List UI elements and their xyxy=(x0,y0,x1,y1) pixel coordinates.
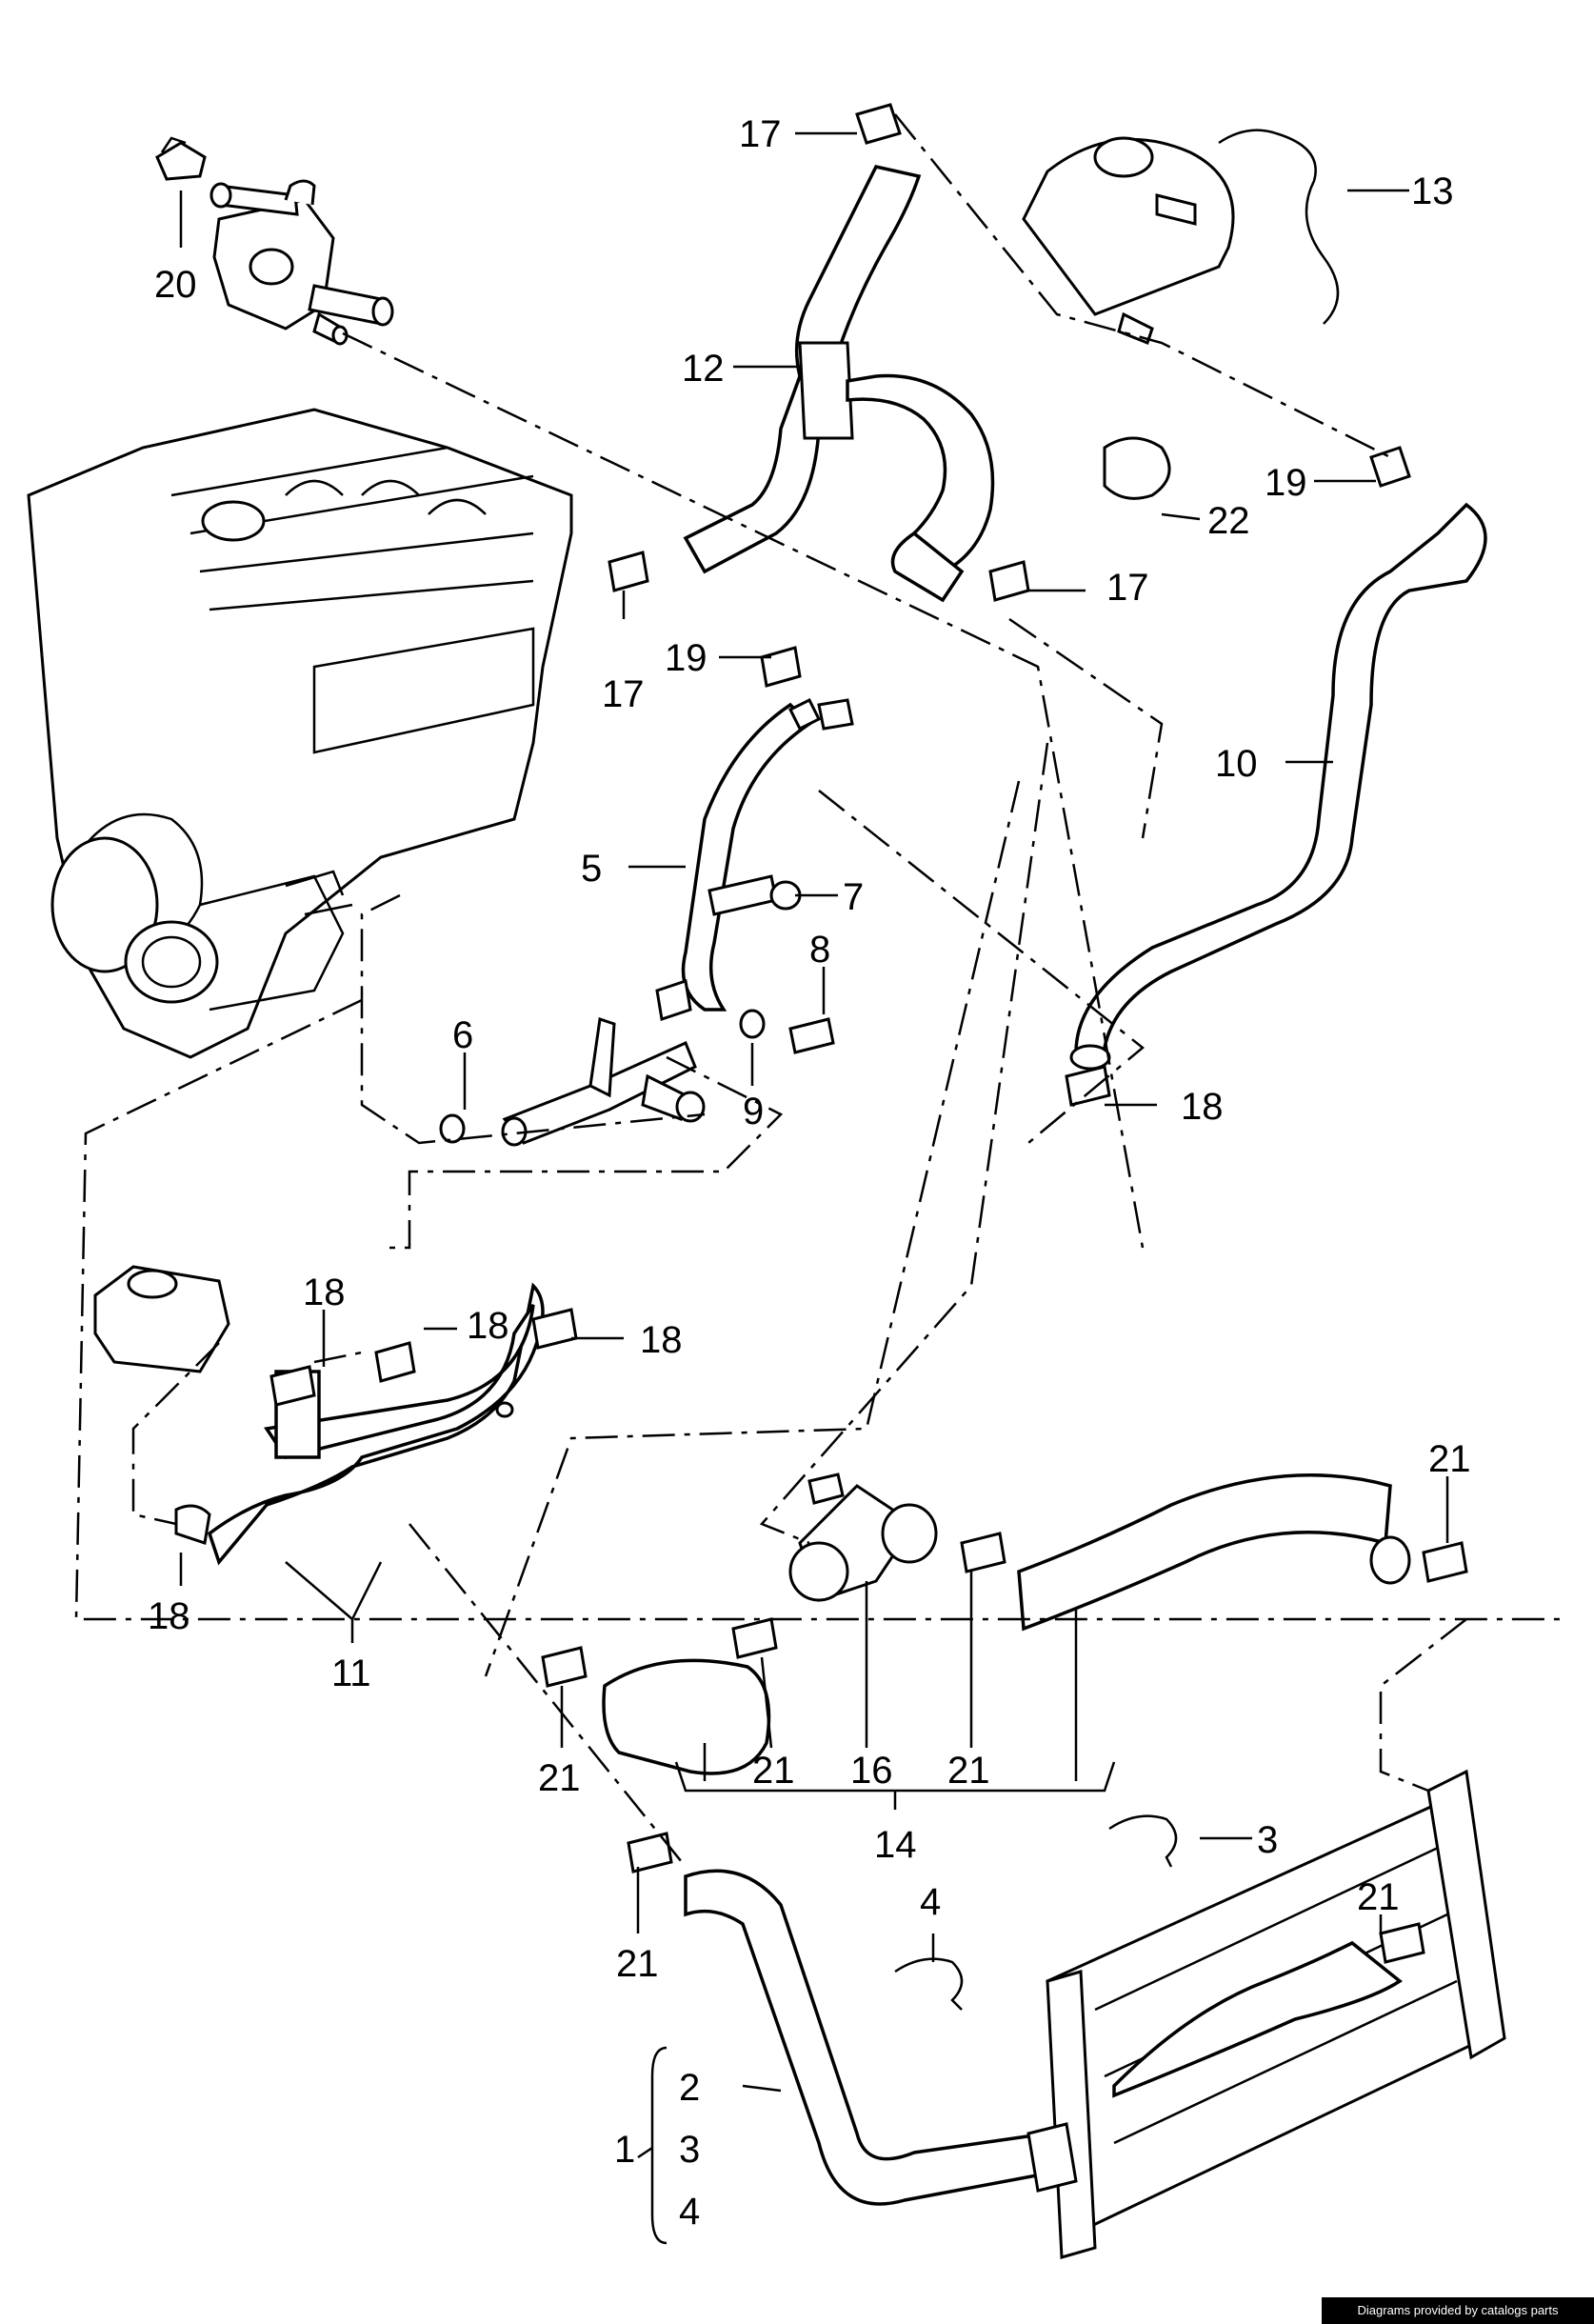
callout-19-right: 19 xyxy=(1265,462,1307,504)
hose-2 xyxy=(684,1869,1078,2206)
expansion-tank xyxy=(1022,129,1340,345)
radiator xyxy=(1046,1769,1506,2259)
callout-19-mid: 19 xyxy=(665,637,707,679)
callout-11: 11 xyxy=(331,1653,371,1694)
callout-17-top: 17 xyxy=(739,113,782,155)
callout-4-mid: 4 xyxy=(920,1881,941,1923)
callout-21-f: 21 xyxy=(616,1943,659,1985)
callout-22: 22 xyxy=(1207,500,1250,542)
hose-14-assembly xyxy=(602,1473,1411,1775)
callout-18-right: 18 xyxy=(1181,1086,1224,1128)
hose-12 xyxy=(683,164,995,603)
callout-16: 16 xyxy=(850,1750,893,1792)
callout-21-d: 21 xyxy=(1428,1438,1471,1480)
callout-21-c: 21 xyxy=(947,1750,990,1792)
callout-21-b: 21 xyxy=(752,1750,795,1792)
coolant-flange-part-20 xyxy=(155,136,394,346)
callout-12: 12 xyxy=(682,348,725,390)
callout-14: 14 xyxy=(874,1824,917,1866)
callout-21-e: 21 xyxy=(1357,1876,1400,1918)
footer-credit: Diagrams provided by catalogs parts xyxy=(1322,2297,1594,2324)
hose-clamps xyxy=(174,103,1468,2011)
callout-20: 20 xyxy=(154,264,197,306)
callout-labels: 17 20 12 13 19 22 17 17 19 10 5 7 8 6 9 … xyxy=(148,113,1471,2233)
callout-18-left-bottom: 18 xyxy=(148,1595,190,1637)
callout-5: 5 xyxy=(581,848,602,890)
callout-18-right-mid: 18 xyxy=(640,1319,683,1361)
engine-block xyxy=(27,408,573,1059)
callout-18-left-top: 18 xyxy=(303,1272,346,1313)
callout-17-left: 17 xyxy=(602,673,645,715)
callout-6: 6 xyxy=(452,1014,473,1056)
callout-1: 1 xyxy=(614,2129,635,2171)
callout-7: 7 xyxy=(843,876,864,918)
pipe-5-assembly xyxy=(501,697,854,1147)
callout-3-right: 3 xyxy=(1257,1819,1278,1861)
callout-9: 9 xyxy=(743,1091,764,1132)
callout-21-a: 21 xyxy=(538,1757,581,1799)
callout-2: 2 xyxy=(679,2067,700,2109)
callout-13: 13 xyxy=(1411,170,1454,212)
leader-lines xyxy=(179,131,1449,2245)
callout-8: 8 xyxy=(809,929,830,971)
callout-3-bracket: 3 xyxy=(679,2129,700,2171)
callout-10: 10 xyxy=(1215,743,1258,785)
small-reservoir xyxy=(93,1265,230,1373)
callout-18-mid: 18 xyxy=(467,1305,509,1347)
callout-4-bracket: 4 xyxy=(679,2191,700,2233)
callout-17-mid-right: 17 xyxy=(1106,567,1149,609)
routing-lines xyxy=(74,113,1562,1868)
